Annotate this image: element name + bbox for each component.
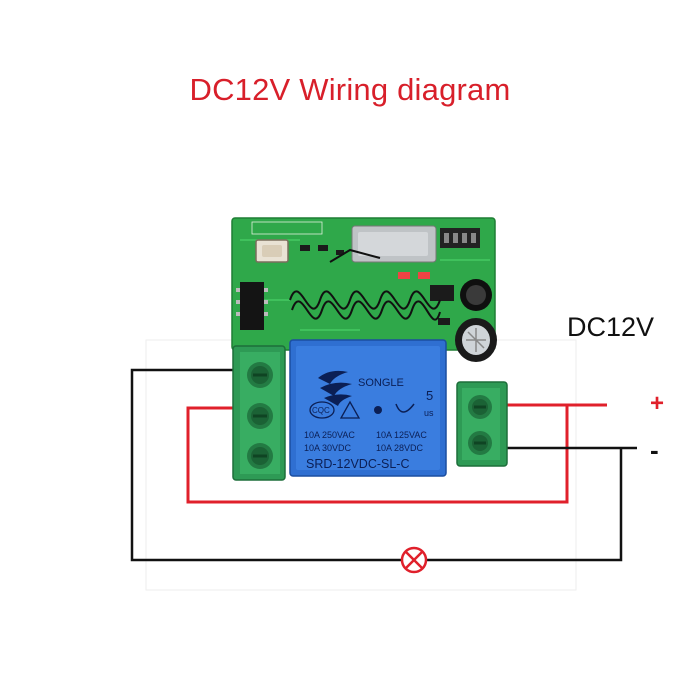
relay-dc-rating-2: 10A 28VDC [376,443,424,453]
lamp-circuit-wire [130,368,623,562]
relay-ac-rating-2: 10A 125VAC [376,430,427,440]
receiver-board [231,217,497,362]
negative-terminal-label: - [650,435,659,465]
cqc-mark: CQC [312,406,330,415]
us-mark: us [424,408,434,418]
positive-loop-wire [186,405,569,504]
lamp-icon [400,546,428,574]
supply-voltage-label: DC12V [567,312,655,342]
relay-dc-rating: 10A 30VDC [304,443,352,453]
songle-logo [318,370,352,406]
positive-terminal-label: + [650,390,665,417]
terminal-screw [247,403,273,429]
antenna-coil-icon [289,248,441,321]
output-terminal-block [232,345,286,481]
terminal-screw [247,443,273,469]
ic-chip [240,282,264,330]
terminal-screw [247,362,273,388]
relay-brand: SONGLE [358,377,404,389]
relay-number: 5 [426,388,433,403]
relay-model: SRD-12VDC-SL-C [306,457,410,471]
terminal-screw [468,395,492,419]
relay-ac-rating: 10A 250VAC [304,430,355,440]
relay: SONGLE CQC 5 us 10A 250VAC 10A 125VAC 10… [289,339,447,477]
header-pins [440,228,480,248]
terminal-screw [468,431,492,455]
capacitor-icon [455,279,497,362]
power-terminal-block [456,381,508,467]
diagram-title: DC12V Wiring diagram [189,72,511,107]
